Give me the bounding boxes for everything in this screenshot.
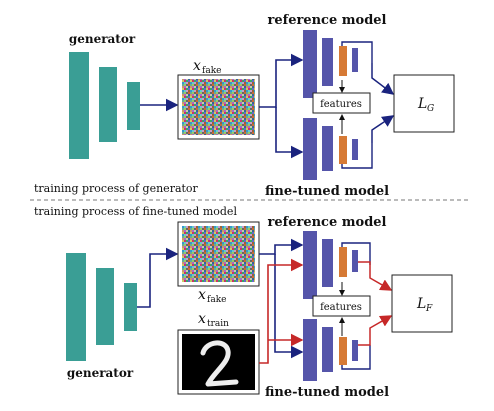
top-ft-to-loss-arrow: [371, 115, 395, 143]
bottom-fake-to-ft-arrow: [274, 254, 304, 359]
top-loss-sub: G: [427, 104, 434, 114]
top-fine-tuned-model: [303, 118, 373, 180]
bottom-loss-base: L: [416, 296, 426, 312]
top-fake-to-ft-arrow: [275, 107, 304, 159]
top-features-label: features: [320, 99, 362, 110]
bottom-ref-to-loss-arrow: [358, 261, 393, 291]
bottom-reference-model-label: reference model: [268, 215, 387, 230]
top-features-box: [312, 92, 371, 114]
top-fine-tuned-model-label: fine-tuned model: [265, 184, 389, 199]
top-fake-to-ref-arrow: [259, 53, 304, 108]
top-x-fake-base: x: [193, 58, 201, 74]
bottom-fake-image: [182, 226, 255, 282]
bottom-fine-tuned-model: [303, 319, 371, 381]
bottom-x-fake-base: x: [198, 287, 206, 303]
bottom-panel: training process of fine-tuned model gen…: [34, 205, 453, 400]
top-reference-model-label: reference model: [268, 13, 387, 28]
bottom-fine-tuned-model-label: fine-tuned model: [265, 385, 389, 400]
bottom-train-to-ref-arrow: [259, 258, 304, 364]
top-generator-network: [69, 52, 140, 159]
top-loss-base: L: [417, 96, 427, 112]
top-fake-image: [182, 79, 255, 135]
bottom-gen-to-fake-arrow: [137, 247, 179, 308]
top-x-fake-sub: fake: [202, 66, 221, 76]
bottom-x-fake-sub: fake: [207, 295, 226, 305]
bottom-caption: training process of fine-tuned model: [34, 205, 237, 218]
bottom-ft-to-loss-arrow: [358, 315, 393, 346]
bottom-loss-box: [391, 274, 453, 333]
bottom-loss-sub: F: [425, 304, 433, 314]
top-generator-label: generator: [69, 32, 136, 46]
top-ref-to-loss-arrow: [371, 63, 395, 95]
top-loss-box: [393, 74, 455, 133]
bottom-x-train-base: x: [198, 311, 206, 327]
bottom-features-label: features: [320, 302, 362, 313]
handwritten-digit-two: [200, 340, 239, 387]
bottom-features-box: [312, 295, 371, 317]
bottom-generator-network: [66, 253, 137, 361]
top-panel: generator x fake reference model feature…: [34, 13, 455, 199]
top-reference-model: [303, 30, 373, 98]
bottom-x-train-sub: train: [207, 319, 229, 329]
bottom-fake-to-ref-arrow: [259, 238, 304, 255]
bottom-generator-label: generator: [67, 366, 134, 380]
top-caption: training process of generator: [34, 182, 199, 195]
bottom-reference-model: [303, 231, 371, 299]
